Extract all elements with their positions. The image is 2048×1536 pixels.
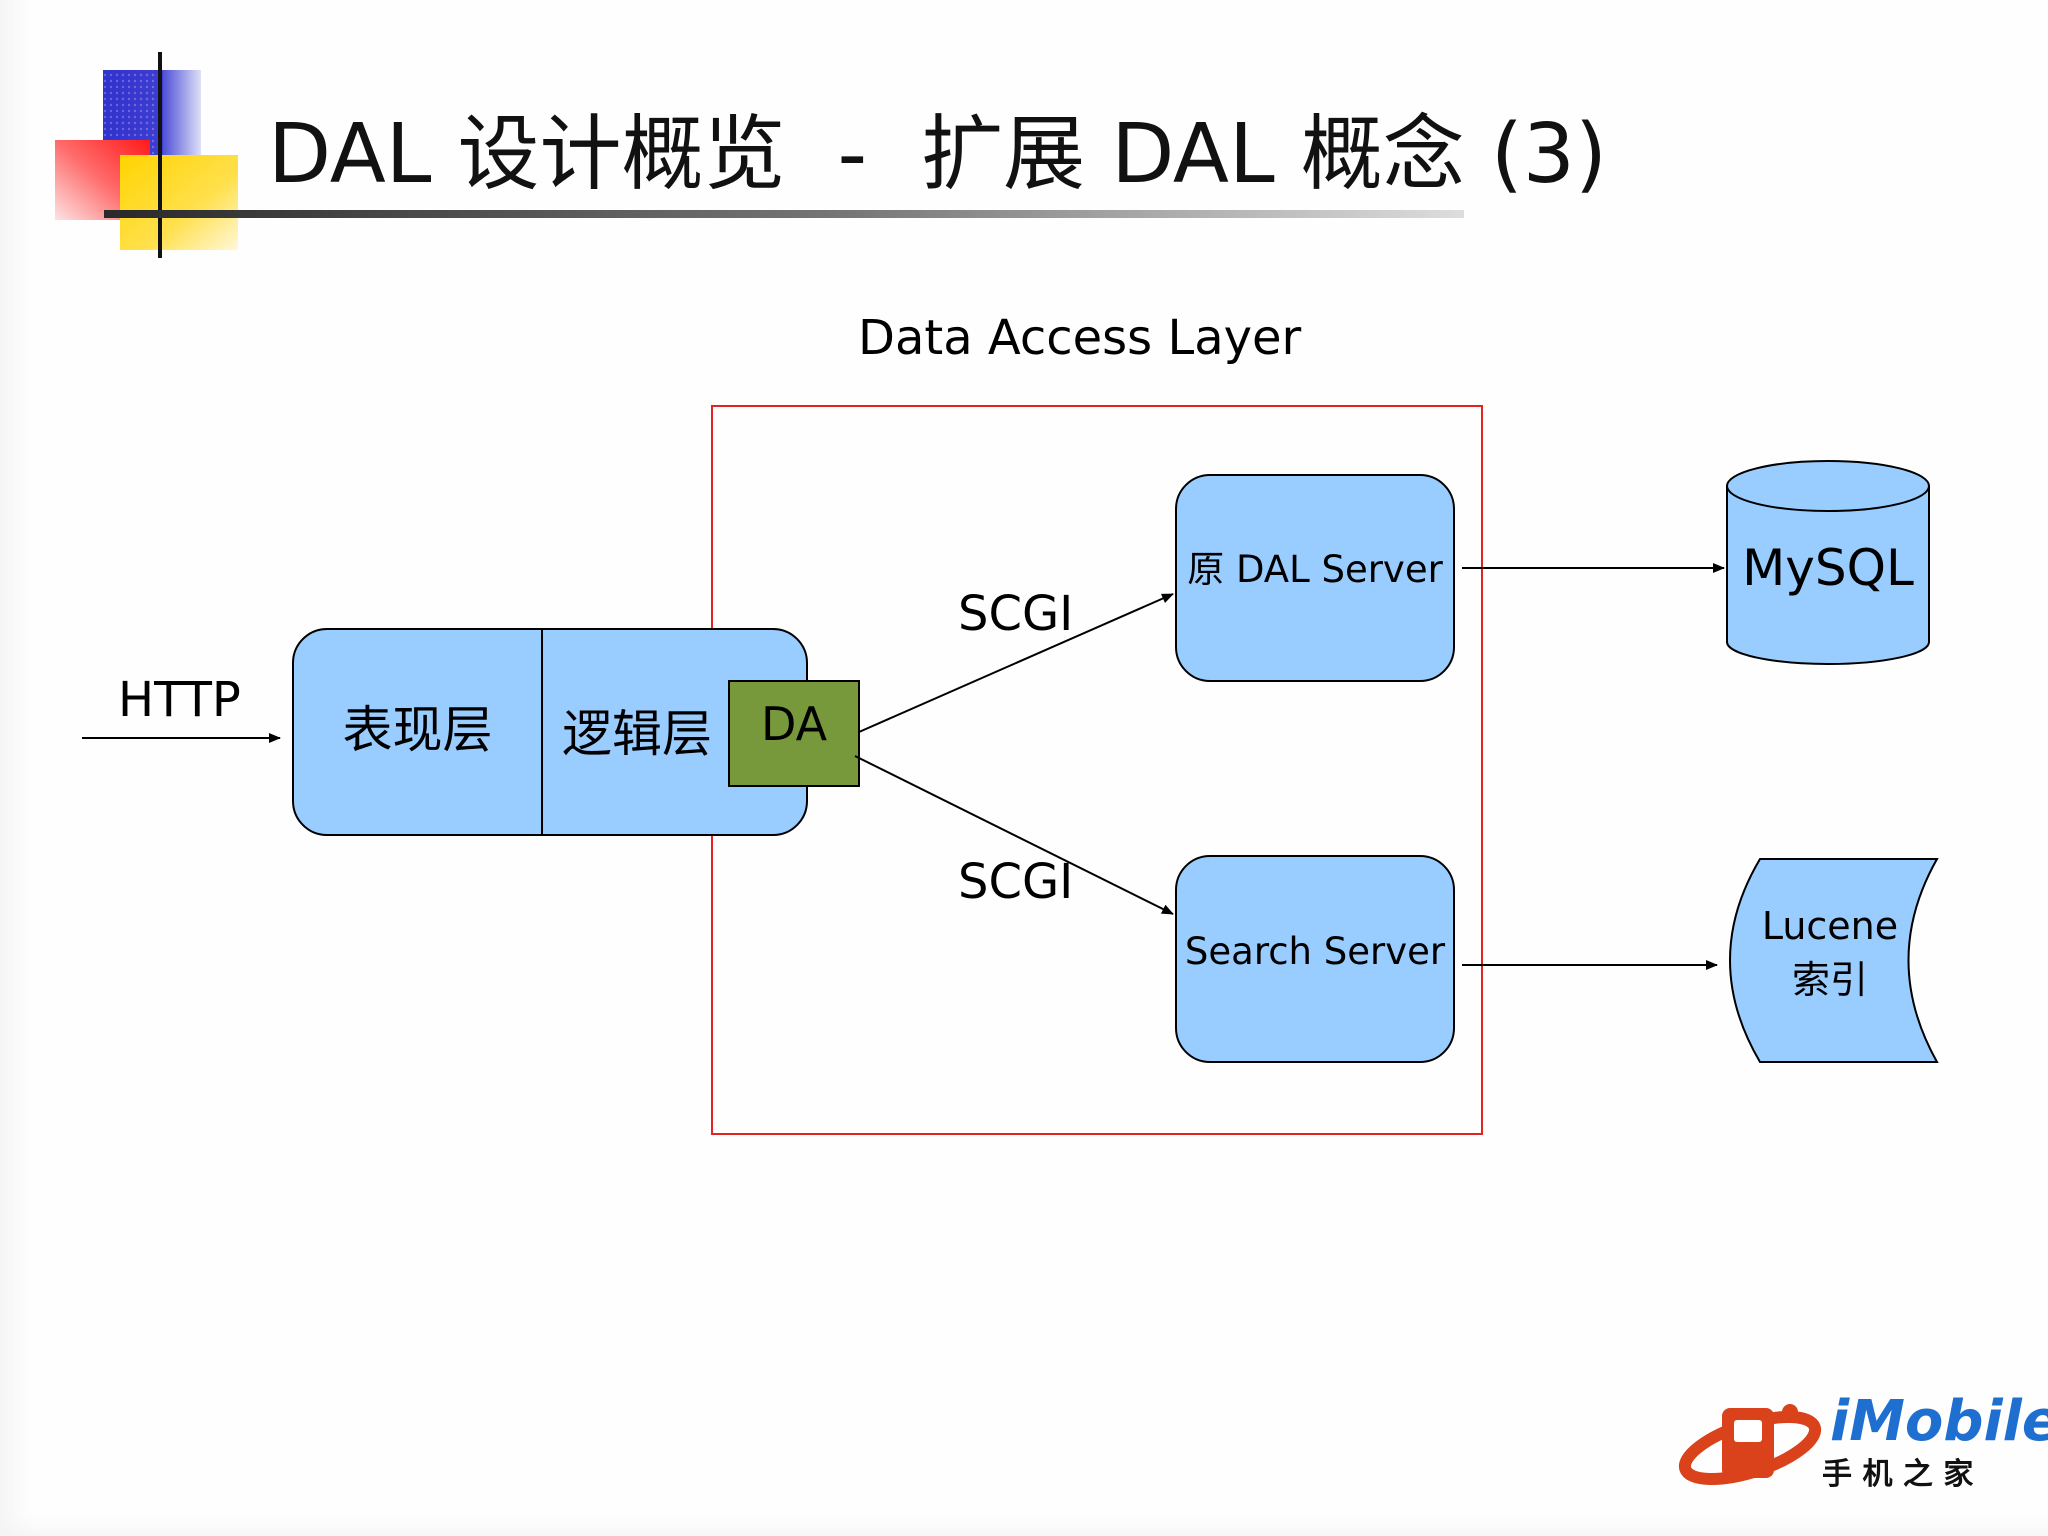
search-server-box <box>1175 855 1455 1063</box>
mysql-cylinder-icon <box>1726 460 1930 665</box>
da-box <box>728 680 860 787</box>
logic-layer-label: 逻辑层 <box>562 705 712 763</box>
slide-title: DAL 设计概览-扩展 DAL 概念 (3) <box>268 100 1607 210</box>
lucene-index-label: 索引 <box>1791 958 1868 1002</box>
title-main: DAL 设计概览 <box>268 107 786 202</box>
scgi-label-top: SCGI <box>958 586 1074 642</box>
scgi-label-bottom: SCGI <box>958 854 1074 910</box>
scgi-arrow-top <box>858 593 1174 733</box>
search-server-label: Search Server <box>1184 930 1446 973</box>
scgi-arrow-bottom <box>854 755 1174 915</box>
logo-brand: iMobile <box>1830 1389 2048 1454</box>
da-label: DA <box>760 697 828 751</box>
lucene-storage-icon <box>1729 858 1939 1063</box>
logo-tagline: 手 机 之 家 <box>1822 1457 1974 1492</box>
dal-server-label: 原 DAL Server <box>1187 548 1443 591</box>
presentation-layer-label: 表现层 <box>342 701 493 759</box>
lucene-label: Lucene <box>1761 904 1899 948</box>
http-label: HTTP <box>118 672 241 728</box>
title-decoration-icon <box>55 52 1464 258</box>
layer-title: Data Access Layer <box>858 310 1302 366</box>
title-separator: - <box>837 107 868 202</box>
dal-server-box <box>1175 474 1455 682</box>
title-sub: 扩展 DAL 概念 (3) <box>921 107 1607 202</box>
mysql-label: MySQL <box>1742 539 1914 597</box>
imobile-logo-icon <box>1678 1404 1822 1486</box>
